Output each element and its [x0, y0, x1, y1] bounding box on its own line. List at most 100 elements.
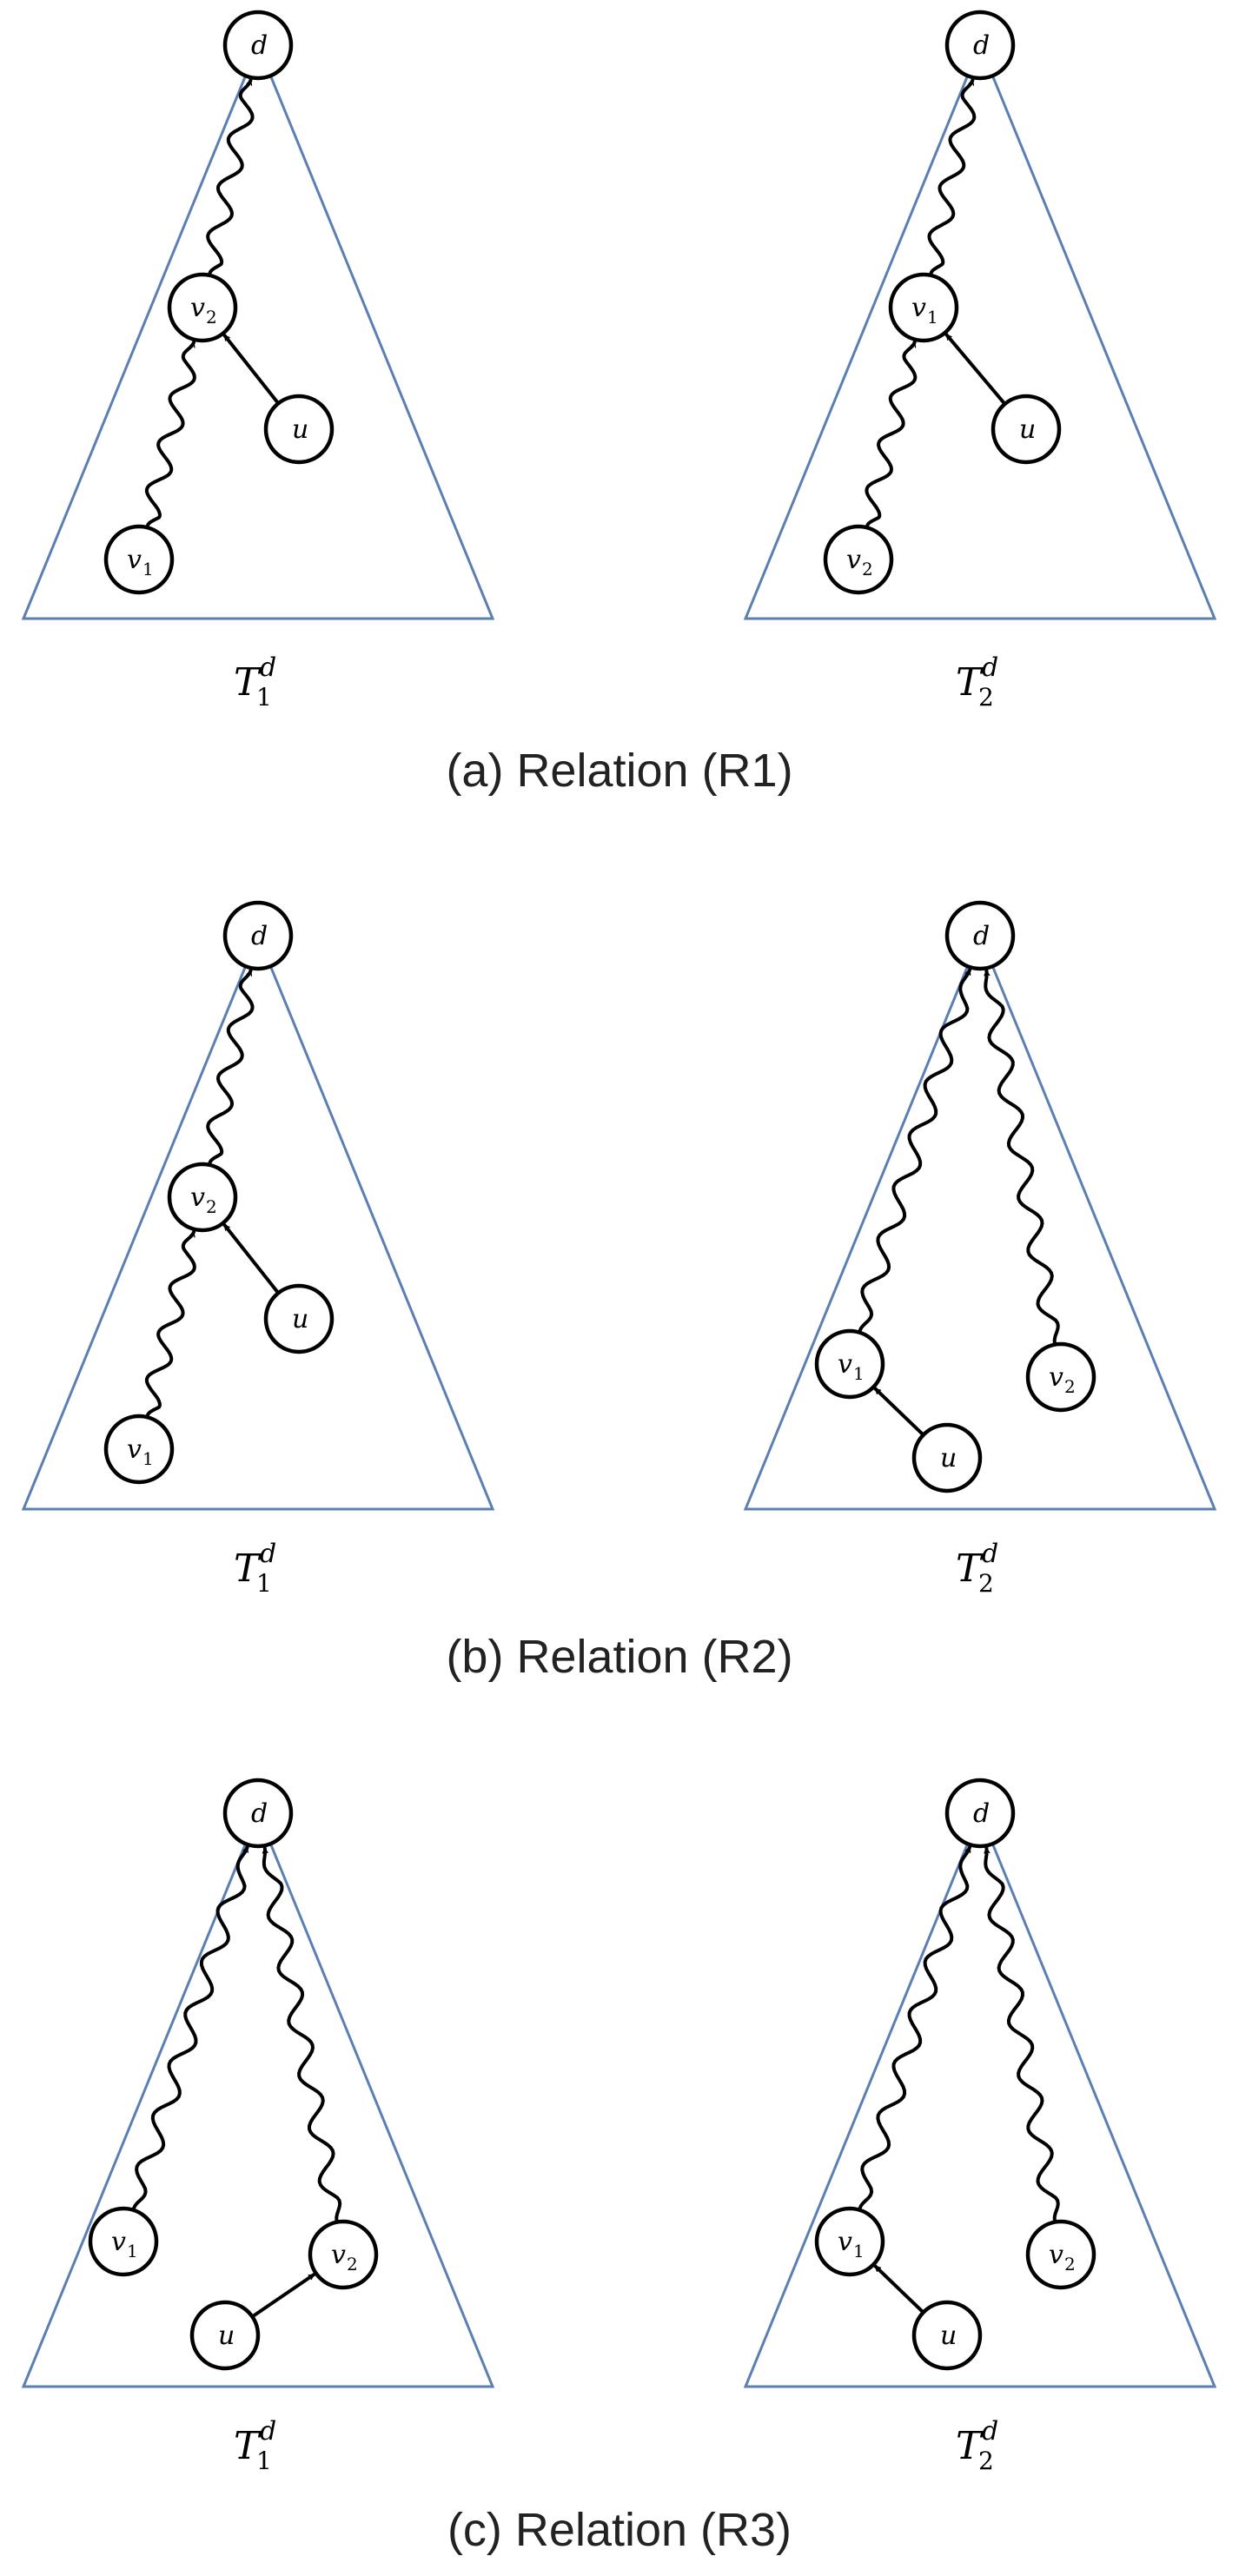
tree-label-subscript: 1 — [256, 683, 272, 712]
tree-label-base: T — [956, 1546, 984, 1591]
node-d: d — [222, 1778, 294, 1849]
panel-caption: (b) Relation (R2) — [446, 1631, 792, 1683]
node-circle — [911, 2300, 983, 2371]
node-circle — [189, 2300, 261, 2371]
node-label: u — [292, 414, 308, 445]
path-arrow-v1-to-v2 — [144, 1229, 196, 1418]
path-arrow-v1-to-d — [927, 78, 977, 275]
node-label: v — [1049, 2240, 1063, 2270]
node-u: u — [911, 1422, 983, 1493]
node-circle — [103, 1414, 175, 1485]
node-circle — [991, 394, 1062, 465]
node-circle — [911, 1422, 983, 1493]
node-circle — [823, 524, 894, 595]
node-subscript: 2 — [1064, 2254, 1076, 2275]
node-d: d — [944, 900, 1016, 971]
panel-caption: (c) Relation (R3) — [447, 2504, 792, 2556]
node-label: v — [846, 545, 861, 575]
node-circle — [263, 394, 335, 465]
tree-label-subscript: 2 — [978, 2447, 994, 2475]
tree-outline — [21, 932, 495, 1511]
edge-arrow-u-to-v1 — [873, 2264, 924, 2314]
node-circle — [1025, 1341, 1097, 1413]
node-subscript: 1 — [853, 1363, 865, 1384]
edge-arrow-u-to-v2 — [222, 1223, 280, 1294]
node-circle — [88, 2206, 159, 2277]
tree-label-base: T — [234, 2424, 262, 2468]
tree-label-subscript: 1 — [256, 1569, 272, 1598]
node-circle — [888, 272, 959, 343]
node-circle — [814, 1328, 885, 1400]
tree-label-base: T — [956, 660, 984, 705]
node-circle — [814, 2206, 885, 2277]
node-circle — [944, 900, 1016, 971]
edge-arrow-u-to-v1 — [944, 333, 1006, 405]
node-circle — [167, 272, 238, 343]
node-subscript: 2 — [347, 2254, 358, 2275]
node-circle — [167, 1162, 238, 1233]
node-d: d — [222, 10, 294, 81]
tree-label-superscript: d — [260, 652, 276, 683]
node-circle — [222, 1778, 294, 1849]
tree-label-base: T — [234, 1546, 262, 1591]
tree-label-superscript: d — [982, 1539, 998, 1569]
tree-label: T1d — [234, 1539, 276, 1598]
tree-outline — [21, 42, 495, 620]
tree-label-subscript: 1 — [256, 2447, 272, 2475]
node-label: v — [111, 2227, 126, 2257]
tree-outline — [21, 1810, 495, 2388]
edge-arrow-u-to-v1 — [873, 1387, 924, 1436]
node-label: v — [838, 1349, 852, 1380]
node-circle — [263, 1283, 335, 1354]
tree-label: T1d — [234, 652, 276, 712]
tree-label: T2d — [956, 2416, 998, 2475]
node-d: d — [944, 1778, 1016, 1849]
tree-label: T2d — [956, 1539, 998, 1598]
edge-arrow-u-to-v2 — [252, 2273, 316, 2318]
panel-caption: (a) Relation (R1) — [446, 745, 792, 797]
node-label: d — [251, 1798, 268, 1829]
node-subscript: 1 — [127, 2241, 138, 2261]
node-circle — [222, 900, 294, 971]
node-u: u — [991, 394, 1062, 465]
node-d: d — [944, 10, 1016, 81]
tree-label-base: T — [234, 660, 262, 705]
node-label: d — [973, 30, 990, 61]
node-subscript: 2 — [862, 559, 873, 579]
path-arrow-v2-to-d — [206, 969, 255, 1165]
tree-outline — [743, 42, 1217, 620]
path-arrow-v2-to-d — [206, 78, 255, 275]
tree-label-superscript: d — [260, 1539, 276, 1569]
path-arrow-v1-to-v2 — [144, 340, 196, 528]
tree-label: T1d — [234, 2416, 276, 2475]
node-u: u — [189, 2300, 261, 2371]
node-label: d — [251, 921, 268, 951]
tree-label-superscript: d — [982, 652, 998, 683]
node-u: u — [263, 1283, 335, 1354]
node-circle — [944, 1778, 1016, 1849]
node-subscript: 1 — [927, 307, 938, 328]
tree-label-superscript: d — [982, 2416, 998, 2447]
node-label: u — [940, 2321, 957, 2351]
path-arrow-v2-to-d — [985, 969, 1060, 1345]
node-subscript: 2 — [1064, 1376, 1076, 1397]
node-label: v — [1049, 1362, 1063, 1393]
node-circle — [944, 10, 1016, 81]
path-arrow-v2-to-v1 — [865, 340, 918, 528]
path-arrow-v2-to-d — [985, 1846, 1060, 2222]
